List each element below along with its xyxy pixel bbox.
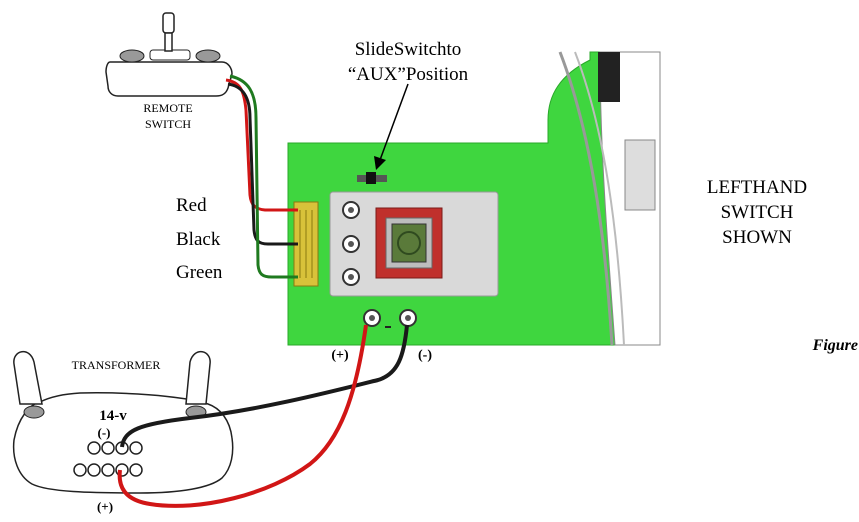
side-note-line1: LEFTHAND xyxy=(707,177,807,198)
rail-block xyxy=(624,139,656,211)
transformer-red-wire xyxy=(117,324,368,508)
figure-label: Figure xyxy=(812,337,858,354)
side-note-line2: SWITCH xyxy=(721,202,794,223)
transformer-label: TRANSFORMER xyxy=(72,358,161,372)
green-wire xyxy=(229,74,298,279)
transformer-handle-left xyxy=(13,351,43,405)
rail-line xyxy=(558,51,614,346)
remote-switch-lever[interactable] xyxy=(162,12,175,34)
switch-board xyxy=(287,51,661,346)
board-terminal-minus-label: (-) xyxy=(418,348,432,363)
pointer-arrow-line xyxy=(379,83,409,161)
wire-label-green: Green xyxy=(176,262,223,283)
screw-terminal[interactable] xyxy=(342,235,360,253)
remote-switch xyxy=(105,12,233,97)
power-terminal-plus[interactable] xyxy=(363,309,381,327)
rail-line xyxy=(574,51,625,346)
power-terminal-minus[interactable] xyxy=(399,309,417,327)
wire-label-red: Red xyxy=(176,195,207,216)
terminal-mark xyxy=(385,326,391,328)
remote-switch-label-line2: SWITCH xyxy=(145,117,191,131)
screw-terminal[interactable] xyxy=(342,201,360,219)
transformer-minus-label: (-) xyxy=(98,425,111,440)
remote-switch-label-line1: REMOTE xyxy=(143,101,192,115)
transformer-plus-label: (+) xyxy=(97,499,113,514)
red-wire xyxy=(225,78,298,212)
rail-block xyxy=(598,52,620,102)
switch-motor xyxy=(375,207,443,279)
slide-switch-label-line1: SlideSwitchto xyxy=(355,39,462,60)
slide-switch[interactable] xyxy=(357,172,387,184)
transformer-black-wire xyxy=(120,324,409,448)
transformer-handle-right xyxy=(185,351,211,405)
board-terminal-plus-label: (+) xyxy=(331,348,349,363)
black-wire xyxy=(227,82,298,246)
wire-label-black: Black xyxy=(176,229,221,250)
transformer-voltage: 14-v xyxy=(99,408,127,424)
pointer-arrow-head xyxy=(374,156,386,170)
screw-terminal[interactable] xyxy=(342,268,360,286)
side-note-line3: SHOWN xyxy=(722,227,792,248)
remote-switch-body xyxy=(105,61,233,97)
slide-switch-label-line2: “AUX”Position xyxy=(348,64,469,85)
